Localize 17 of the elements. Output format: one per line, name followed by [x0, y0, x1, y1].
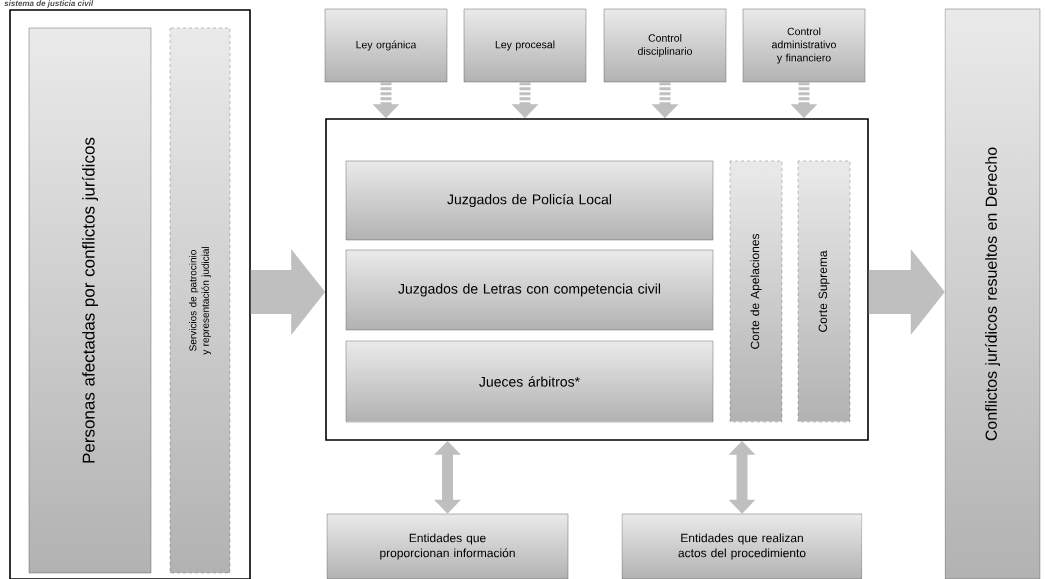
process-box: Juzgados de Letras con competencia civil: [345, 249, 714, 331]
process-box: Control administrativo y financiero: [742, 8, 866, 83]
process-box: Ley procesal: [463, 8, 587, 83]
process-box: Corte Suprema: [797, 160, 851, 423]
process-box: Juzgados de Policía Local: [345, 160, 714, 241]
process-box: Corte de Apelaciones: [729, 160, 783, 423]
process-box: Jueces árbitros*: [345, 340, 714, 423]
process-box: Control disciplinario: [603, 8, 727, 83]
process-box: Servicios de patrocinio y representación judicial: [169, 27, 231, 574]
process-box: Ley orgánica: [324, 8, 448, 83]
process-box: Personas afectadas por conflictos jurídicos: [28, 27, 152, 574]
title: sistema de justicia civil: [4, 0, 94, 8]
panel-frame: [325, 118, 869, 441]
panel-frame: [9, 9, 251, 579]
process-box: Entidades que proporcionan información: [326, 513, 569, 579]
process-box: Entidades que realizan actos del procedimiento: [621, 513, 863, 579]
process-box: Conflictos jurídicos resueltos en Derecho: [944, 8, 1041, 579]
